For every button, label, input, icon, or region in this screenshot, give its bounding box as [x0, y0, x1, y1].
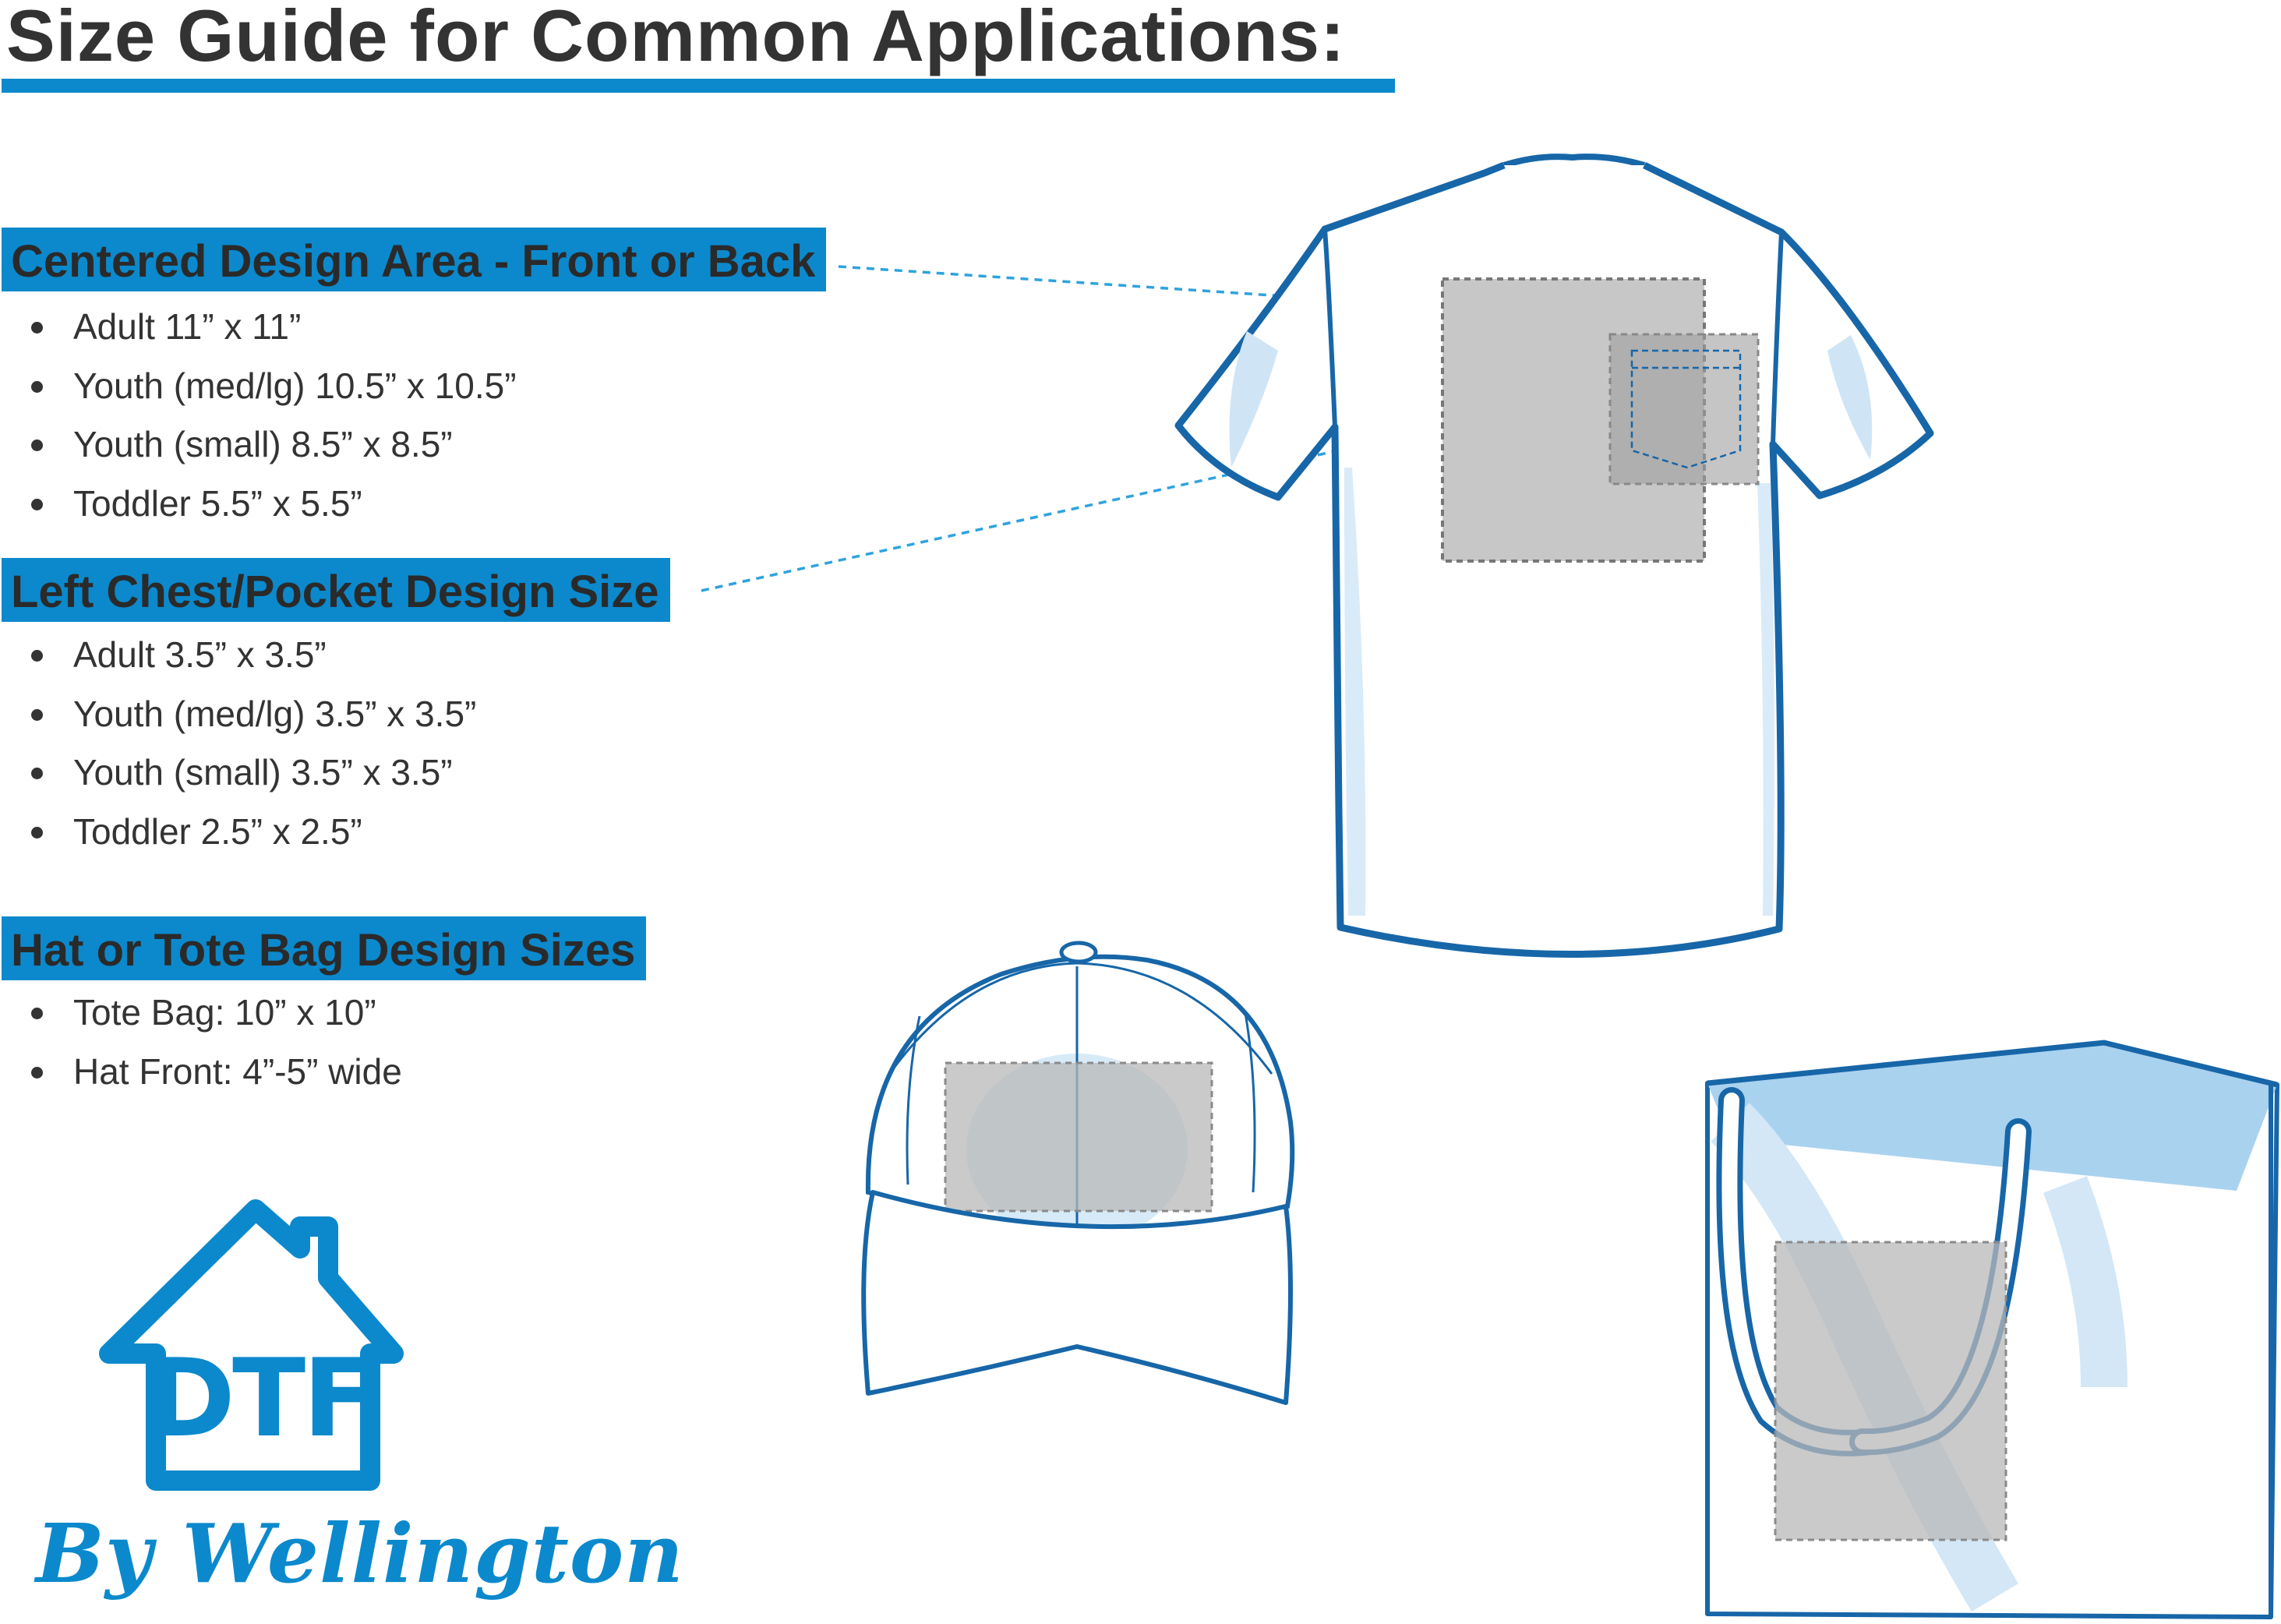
- pocket-outline: [1630, 349, 1742, 469]
- logo-mark: DTF: [147, 1336, 373, 1461]
- tshirt-icon: [1174, 154, 1934, 958]
- list-item: Tote Bag: 10” x 10”: [31, 983, 402, 1043]
- list-item: Hat Front: 4”-5” wide: [31, 1043, 402, 1102]
- list-item: Youth (med/lg) 10.5” x 10.5”: [31, 357, 517, 416]
- list-item: Youth (med/lg) 3.5” x 3.5”: [31, 685, 476, 744]
- print-area-hat: [944, 1061, 1213, 1213]
- list-item: Adult 3.5” x 3.5”: [31, 626, 476, 685]
- list-item: Toddler 5.5” x 5.5”: [31, 475, 517, 534]
- section-header-centered-design: Centered Design Area - Front or Back: [2, 228, 827, 291]
- centered-design-size-list: Adult 11” x 11” Youth (med/lg) 10.5” x 1…: [31, 298, 517, 533]
- title-underline: [2, 79, 1395, 93]
- list-item: Adult 11” x 11”: [31, 298, 517, 357]
- tote-bag-icon: [1705, 1040, 2279, 1619]
- baseball-cap-icon: [861, 941, 1295, 1405]
- section-header-hat-tote: Hat or Tote Bag Design Sizes: [2, 916, 647, 980]
- print-area-tote: [1774, 1241, 2007, 1541]
- print-area-pocket: [1608, 333, 1760, 485]
- page-title: Size Guide for Common Applications:: [6, 0, 1346, 76]
- list-item: Youth (small) 8.5” x 8.5”: [31, 415, 517, 475]
- brand-tagline: By Wellington: [36, 1506, 684, 1601]
- hat-tote-size-list: Tote Bag: 10” x 10” Hat Front: 4”-5” wid…: [31, 983, 402, 1101]
- left-chest-size-list: Adult 3.5” x 3.5” Youth (med/lg) 3.5” x …: [31, 626, 476, 861]
- list-item: Toddler 2.5” x 2.5”: [31, 803, 476, 862]
- list-item: Youth (small) 3.5” x 3.5”: [31, 743, 476, 803]
- house-logo-icon: DTF: [99, 1199, 404, 1491]
- section-header-left-chest: Left Chest/Pocket Design Size: [2, 558, 670, 622]
